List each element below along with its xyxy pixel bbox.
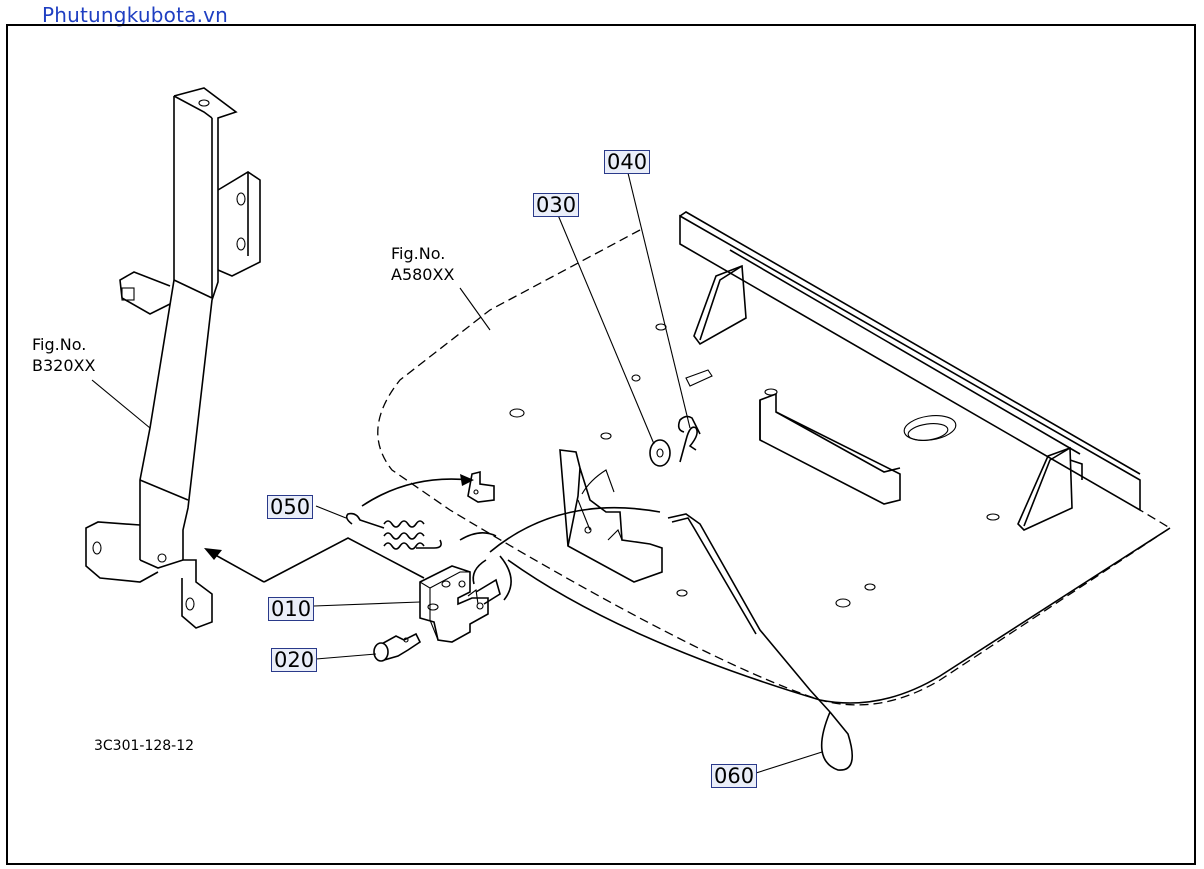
site-watermark: Phutungkubota.vn [42, 3, 229, 27]
latch-plate [419, 565, 501, 643]
tension-spring [345, 512, 442, 550]
floor-plate [377, 211, 1172, 706]
callout-020[interactable]: 020 [271, 648, 318, 672]
pin [373, 632, 422, 662]
callout-050[interactable]: 050 [267, 495, 314, 519]
drawing-frame [6, 24, 1196, 865]
spring-clip [677, 415, 701, 463]
assembly-arrows [204, 474, 661, 601]
washer [649, 439, 671, 467]
callout-010[interactable]: 010 [268, 597, 315, 621]
callout-040[interactable]: 040 [604, 150, 651, 174]
fig-ref-a580-label: Fig.No. [391, 244, 446, 263]
frame-bracket [85, 87, 261, 629]
spring-bracket [467, 470, 495, 503]
release-rod [667, 513, 854, 771]
fig-ref-a580-number: A580XX [391, 265, 455, 284]
callout-060[interactable]: 060 [711, 764, 758, 788]
fig-ref-b320: Fig.No. B320XX [32, 334, 95, 376]
fig-ref-b320-number: B320XX [32, 356, 96, 375]
fig-ref-b320-label: Fig.No. [32, 335, 87, 354]
fig-ref-a580: Fig.No. A580XX [391, 243, 454, 285]
leader-lines [91, 172, 823, 774]
figure-code: 3C301-128-12 [94, 738, 195, 754]
callout-030[interactable]: 030 [533, 193, 580, 217]
